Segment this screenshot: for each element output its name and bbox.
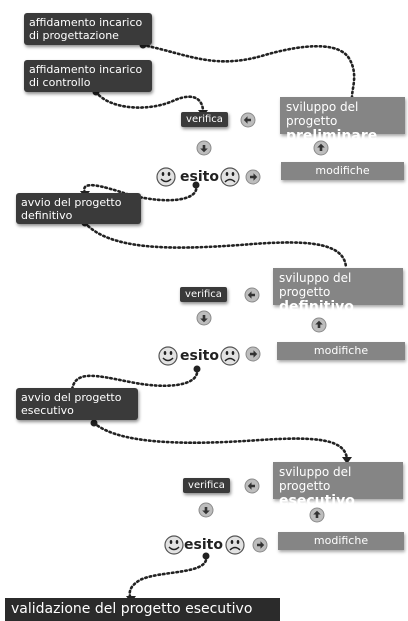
avvio-definitivo-box: avvio del progetto definitivo [16,193,141,224]
avvio-esecutivo-label: avvio del progetto esecutivo [21,391,122,417]
connector-dot [192,181,200,189]
stage-definitivo-phase: definitivo [279,299,354,315]
circle-arrow-right-icon [245,346,261,362]
modifiche-label-3: modifiche [313,534,369,547]
modifiche-label-2: modifiche [313,344,369,357]
stage-preliminare-header: sviluppo del progetto [286,100,359,128]
stage-esecutivo-header: sviluppo del progetto [279,465,352,493]
circle-arrow-right-icon [252,537,268,553]
esito-label-3: esito [184,537,223,553]
connector-dot [202,552,210,560]
stage-preliminare-box: sviluppo del progetto preliminare [280,97,405,144]
modifiche-box-1: modifiche [281,162,404,180]
circle-arrow-up-icon [309,507,325,523]
esito-label-1: esito [180,169,219,185]
connector-controllo-to-verifica [94,90,205,112]
verifica-label-1: verifica [186,114,223,125]
happy-face-icon [164,535,184,555]
connector-progettazione-to-preliminare [141,43,356,99]
circle-arrow-left-icon [244,287,260,303]
sad-face-icon [220,167,240,187]
modifiche-box-2: modifiche [277,342,405,360]
sad-face-icon [220,346,240,366]
happy-face-icon [156,167,176,187]
circle-arrow-left-icon [240,112,256,128]
circle-arrow-down-icon [196,140,212,156]
connector-esito-to-definitivo [82,183,198,202]
circle-arrow-down-icon [196,310,212,326]
connector-dot [193,365,201,373]
avvio-esecutivo-box: avvio del progetto esecutivo [16,388,138,420]
circle-arrow-down-icon [198,502,214,518]
incarico-progettazione-label: affidamento incarico di progettazione [29,16,143,42]
happy-face-icon [158,346,178,366]
connector-esecutivo-to-sviluppo [92,421,349,461]
circle-arrow-up-icon [311,317,327,333]
esito-label-2: esito [180,348,219,364]
verifica-box-3: verifica [183,478,230,493]
connector-esito-to-validazione [128,554,208,602]
modifiche-label-1: modifiche [315,164,370,177]
circle-arrow-left-icon [244,478,260,494]
stage-definitivo-box: sviluppo del progetto definitivo [273,268,403,315]
modifiche-box-3: modifiche [278,532,404,550]
incarico-controllo-label: affidamento incarico di controllo [29,63,143,89]
stage-esecutivo-box: sviluppo del progetto esecutivo [273,462,403,509]
incarico-controllo-box: affidamento incarico di controllo [24,60,152,92]
incarico-progettazione-box: affidamento incarico di progettazione [24,13,152,45]
connector-definitivo-to-sviluppo [83,221,348,270]
verifica-label-3: verifica [188,480,225,491]
verifica-box-1: verifica [181,112,228,127]
connector-esito-to-esecutivo [70,367,199,392]
stage-definitivo-header: sviluppo del progetto [279,271,352,299]
circle-arrow-right-icon [245,169,261,185]
verifica-label-2: verifica [185,289,222,300]
connector-arrowhead [342,457,352,464]
verifica-box-2: verifica [180,287,227,302]
avvio-definitivo-label: avvio del progetto definitivo [21,196,122,222]
validazione-box: validazione del progetto esecutivo [5,598,280,621]
connector-dot [90,419,98,427]
stage-preliminare-phase: preliminare [286,128,378,144]
sad-face-icon [225,535,245,555]
validazione-label: validazione del progetto esecutivo [11,601,253,617]
stage-esecutivo-phase: esecutivo [279,493,355,509]
